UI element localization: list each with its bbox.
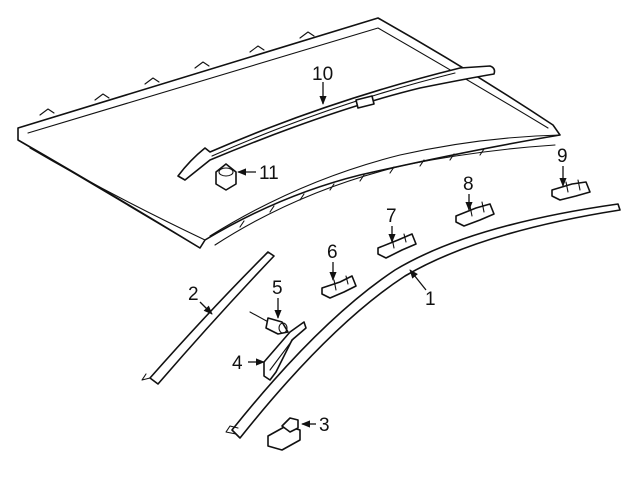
callout-4: 4: [232, 353, 243, 374]
bracket-part-4: [263, 321, 307, 381]
callout-7: 7: [386, 206, 397, 227]
callout-9: 9: [557, 146, 568, 167]
callout-1: 1: [425, 289, 436, 310]
callout-11: 11: [259, 163, 279, 184]
clip-part-9: [551, 179, 591, 201]
clip-part-3: [267, 417, 301, 451]
callout-10: 10: [312, 64, 333, 85]
callout-2: 2: [188, 284, 199, 305]
roof-panel: [17, 17, 561, 249]
leader-2: [199, 301, 213, 315]
clip-part-8: [455, 201, 495, 227]
bolt-part-5: [249, 311, 289, 335]
leader-arrows: [199, 82, 567, 428]
callout-labels: 1 2 3 4 5 6 7 8 9 10 11: [188, 64, 568, 436]
callout-8: 8: [463, 174, 474, 195]
roof-rail-part-10: [177, 65, 496, 181]
nut-part-11: [215, 163, 237, 191]
side-molding-part-2: [141, 251, 275, 385]
roof-molding-part-1: [225, 203, 621, 439]
callout-6: 6: [327, 242, 338, 263]
clip-part-7: [377, 233, 417, 259]
callout-3: 3: [319, 415, 330, 436]
clip-part-6: [321, 275, 357, 299]
leader-1: [409, 269, 427, 291]
callout-5: 5: [272, 278, 283, 299]
